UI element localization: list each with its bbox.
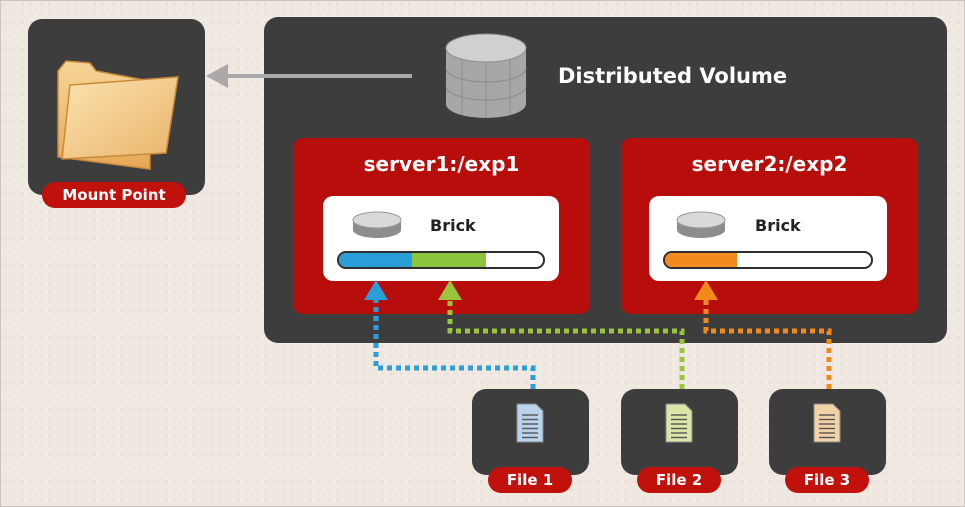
usage-segment-file-2: [412, 253, 486, 267]
server-1-brick-card: Brick: [323, 196, 559, 281]
server-1-brick-label: Brick: [430, 216, 476, 235]
mount-point-panel: Mount Point: [28, 19, 205, 208]
disk-icon: [676, 211, 726, 238]
volume-title: Distributed Volume: [558, 64, 788, 88]
server-2-brick-card: Brick: [649, 196, 887, 281]
file-3-arrow-head: [694, 280, 718, 300]
file-2-connector: [447, 300, 685, 389]
database-cylinder-icon: [445, 33, 527, 118]
disk-icon: [352, 211, 402, 238]
file-2-label: File 2: [637, 467, 721, 493]
server-2-title: server2:/exp2: [691, 152, 848, 176]
file-1-label: File 1: [488, 467, 572, 493]
file-3-connector: [703, 300, 832, 389]
usage-segment-file-3: [665, 253, 738, 267]
file-1-document-icon: [516, 403, 544, 443]
file-1-arrow-head: [364, 280, 388, 300]
server-2-usage-bar: [663, 251, 873, 269]
file-2-document-icon: [665, 403, 693, 443]
server-2-brick-label: Brick: [755, 216, 801, 235]
mount-arrow-head: [206, 64, 228, 88]
server-1-box: server1:/exp1 Brick: [293, 138, 590, 314]
server-1-title: server1:/exp1: [363, 152, 520, 176]
usage-segment-file-1: [339, 253, 413, 267]
folder-icon: [57, 60, 179, 170]
file-3-document-icon: [813, 403, 841, 443]
file-3-label: File 3: [785, 467, 869, 493]
server-2-box: server2:/exp2 Brick: [621, 138, 918, 314]
file-2-arrow-head: [438, 280, 462, 300]
server-1-usage-bar: [337, 251, 545, 269]
mount-point-label: Mount Point: [42, 182, 186, 208]
file-1-connector: [373, 300, 536, 389]
